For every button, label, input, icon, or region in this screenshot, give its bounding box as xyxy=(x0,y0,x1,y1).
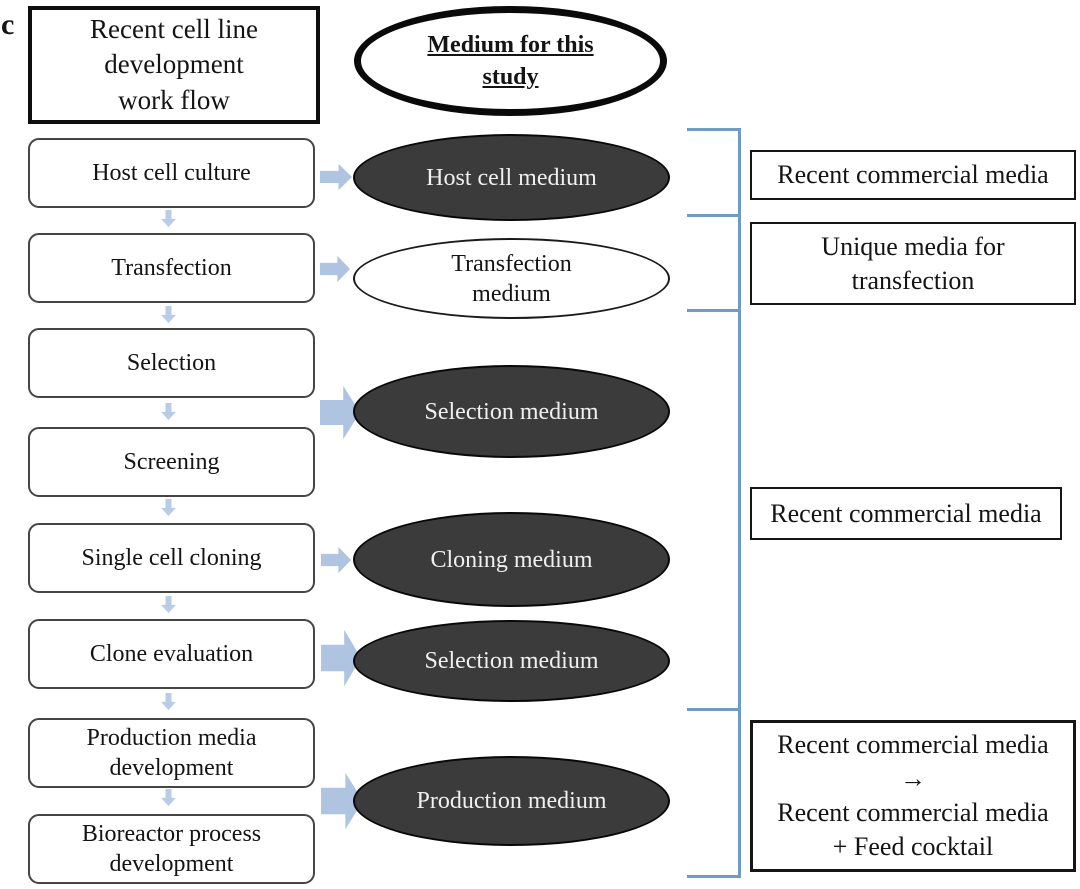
medium-ellipse: Selection medium xyxy=(353,365,670,458)
workflow-step-box: Host cell culture xyxy=(28,138,315,208)
workflow-title-box: Recent cell line development work flow xyxy=(28,6,320,124)
down-arrow-icon xyxy=(161,596,176,613)
down-arrow-icon xyxy=(161,693,176,710)
annotation-box: Recent commercial media xyxy=(750,487,1062,540)
workflow-step-box: Clone evaluation xyxy=(28,619,315,689)
bracket-tick xyxy=(687,708,741,711)
down-arrow-icon xyxy=(161,210,176,227)
down-arrow-icon xyxy=(161,499,176,516)
medium-ellipse: Host cell medium xyxy=(353,134,670,221)
medium-ellipse: Cloning medium xyxy=(353,512,670,607)
bracket-tick xyxy=(687,128,741,131)
bracket-tick xyxy=(687,214,741,217)
medium-ellipse: Transfection medium xyxy=(353,238,670,319)
right-arrow-icon xyxy=(320,163,352,191)
workflow-step-box: Production media development xyxy=(28,718,315,788)
annotation-box: Unique media for transfection xyxy=(750,222,1076,305)
down-arrow-icon xyxy=(161,789,176,806)
annotation-box: Recent commercial media → Recent commerc… xyxy=(750,720,1076,872)
bracket-tick xyxy=(687,309,741,312)
workflow-step-box: Transfection xyxy=(28,233,315,303)
bracket-tick xyxy=(687,875,741,878)
medium-ellipse: Selection medium xyxy=(353,620,670,702)
workflow-step-box: Screening xyxy=(28,427,315,497)
workflow-step-box: Single cell cloning xyxy=(28,523,315,593)
right-arrow-icon xyxy=(320,255,350,283)
bracket-line xyxy=(738,128,741,878)
right-arrow-icon xyxy=(321,546,351,574)
down-arrow-icon xyxy=(161,403,176,420)
workflow-step-box: Selection xyxy=(28,328,315,398)
down-arrow-icon xyxy=(161,306,176,323)
study-medium-ellipse: Medium for this study xyxy=(354,6,667,116)
medium-ellipse: Production medium xyxy=(353,756,670,846)
figure-label: c xyxy=(1,8,15,41)
workflow-step-box: Bioreactor process development xyxy=(28,814,315,884)
annotation-box: Recent commercial media xyxy=(750,150,1076,200)
